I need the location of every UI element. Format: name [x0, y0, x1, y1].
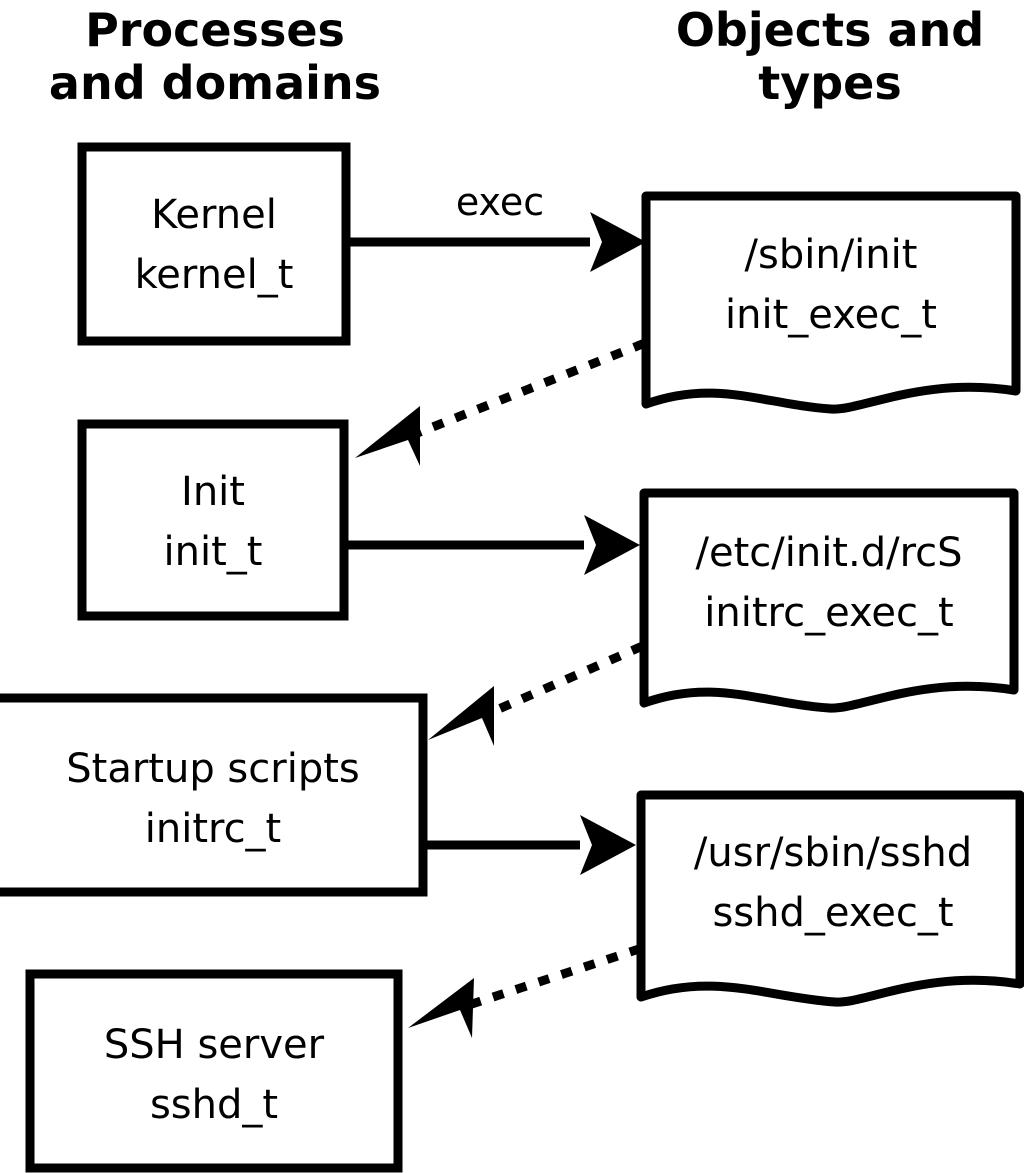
- edge-initrc-to-sshd-exec: [425, 815, 636, 875]
- column-header-processes: Processes and domains: [49, 3, 381, 110]
- edge-line-initrc-transition: [486, 642, 644, 718]
- header-processes-line2: and domains: [49, 56, 381, 110]
- node-init-exec-line1: /sbin/init: [745, 232, 918, 278]
- node-kernel-line1: Kernel: [151, 192, 277, 238]
- arrowhead-initrc-exec: [580, 815, 636, 875]
- header-objects-line2: types: [758, 56, 901, 110]
- node-initrc-exec-document[interactable]: [639, 488, 1019, 713]
- node-init-exec-document[interactable]: [641, 191, 1021, 414]
- node-sshd-exec[interactable]: /usr/sbin/sshd sshd_exec_t: [636, 790, 1024, 1007]
- node-init-exec-line2: init_exec_t: [725, 292, 937, 338]
- arrowhead-initrc-transition: [428, 686, 494, 746]
- arrowhead-sshd-transition: [408, 978, 474, 1038]
- node-sshd[interactable]: SSH server sshd_t: [25, 969, 403, 1173]
- node-initrc[interactable]: Startup scripts initrc_t: [0, 693, 428, 897]
- edge-line-init-transition: [409, 339, 646, 440]
- node-init-box[interactable]: [77, 419, 349, 621]
- edge-sshd-exec-to-sshd: [408, 944, 642, 1038]
- edge-init-to-initrc-exec: [348, 515, 640, 575]
- node-initrc-exec-line2: initrc_exec_t: [704, 590, 953, 636]
- node-initrc-exec[interactable]: /etc/init.d/rcS initrc_exec_t: [639, 488, 1019, 713]
- node-initrc-box[interactable]: [0, 693, 428, 897]
- node-init[interactable]: Init init_t: [77, 419, 349, 621]
- node-sshd-exec-line1: /usr/sbin/sshd: [694, 830, 972, 876]
- node-sshd-exec-line2: sshd_exec_t: [712, 890, 953, 936]
- node-kernel-line2: kernel_t: [135, 252, 294, 298]
- column-header-objects: Objects and types: [676, 3, 984, 110]
- header-objects-line1: Objects and: [676, 3, 984, 57]
- node-kernel-box[interactable]: [77, 142, 351, 346]
- edge-initrc-exec-to-initrc: [428, 642, 644, 746]
- edge-init-exec-to-init: [355, 339, 646, 466]
- node-kernel[interactable]: Kernel kernel_t: [77, 142, 351, 346]
- edge-label-exec: exec: [456, 180, 544, 224]
- node-sshd-box[interactable]: [25, 969, 403, 1173]
- node-sshd-line2: sshd_t: [150, 1082, 278, 1128]
- arrowhead-kernel-exec: [590, 212, 646, 272]
- node-init-line2: init_t: [164, 529, 263, 575]
- arrowhead-init-exec: [584, 515, 640, 575]
- edge-line-sshd-transition: [469, 944, 642, 1009]
- edge-kernel-to-init-exec: exec: [350, 180, 646, 272]
- arrowhead-init-transition: [355, 406, 420, 466]
- node-init-line1: Init: [181, 469, 245, 515]
- node-initrc-line1: Startup scripts: [66, 746, 359, 792]
- node-initrc-line2: initrc_t: [145, 806, 282, 852]
- header-processes-line1: Processes: [85, 3, 345, 57]
- node-sshd-exec-document[interactable]: [636, 790, 1024, 1007]
- node-initrc-exec-line1: /etc/init.d/rcS: [695, 530, 962, 576]
- node-init-exec[interactable]: /sbin/init init_exec_t: [641, 191, 1021, 414]
- node-sshd-line1: SSH server: [104, 1022, 325, 1068]
